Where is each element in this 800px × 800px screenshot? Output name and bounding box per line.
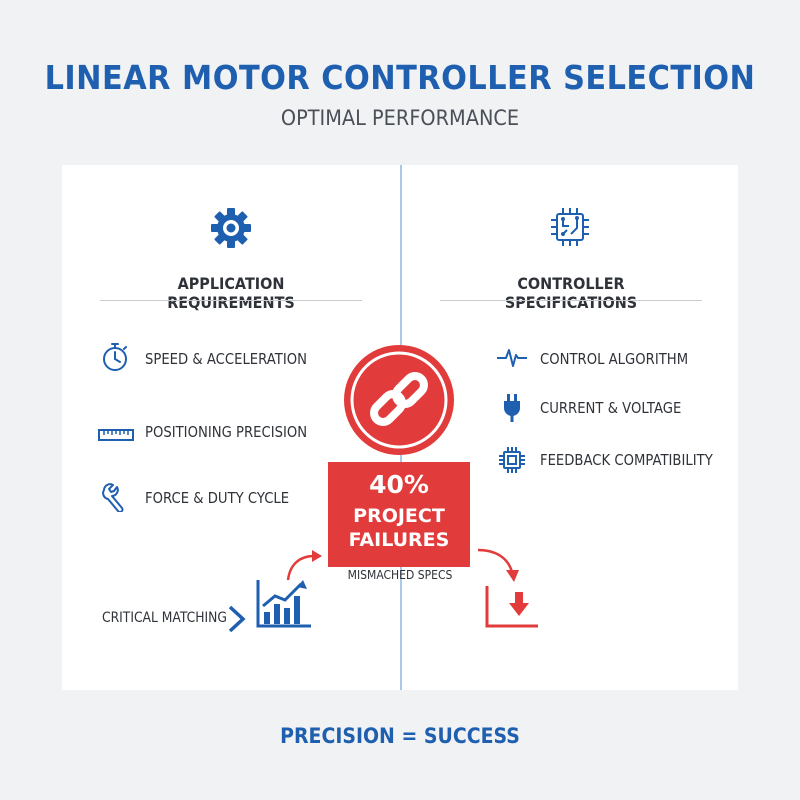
broken-link-icon xyxy=(344,345,454,455)
page-title: LINEAR MOTOR CONTROLLER SELECTION xyxy=(44,58,756,97)
down-arrow-curve-icon xyxy=(477,548,519,582)
chevron-right-icon xyxy=(228,605,246,633)
right-item-control: CONTROL ALGORITHM xyxy=(540,350,689,368)
right-column-heading: CONTROLLER SPECIFICATIONS xyxy=(504,274,638,312)
wrench-icon xyxy=(102,483,124,512)
failure-line-2: FAILURES xyxy=(348,529,450,551)
circuit-chip-icon xyxy=(551,208,589,246)
up-arrow-curve-icon xyxy=(286,550,322,581)
project-failures-box: 40% PROJECT FAILURES xyxy=(328,462,470,567)
left-column-heading: APPLICATION REQUIREMENTS xyxy=(167,274,295,312)
page-subtitle: OPTIMAL PERFORMANCE xyxy=(280,106,520,130)
chip-icon xyxy=(499,447,525,473)
footer-tagline: PRECISION = SUCCESS xyxy=(280,724,520,748)
gear-icon xyxy=(211,208,251,248)
failure-line-1: PROJECT xyxy=(353,505,445,527)
right-item-current: CURRENT & VOLTAGE xyxy=(540,399,682,417)
left-item-force: FORCE & DUTY CYCLE xyxy=(145,489,290,507)
right-item-feedback: FEEDBACK COMPATIBILITY xyxy=(540,451,713,469)
decline-chart-icon xyxy=(485,586,538,628)
mismatched-specs-caption: MISMACHED SPECS xyxy=(347,568,453,582)
left-item-positioning: POSITIONING PRECISION xyxy=(145,423,308,441)
growth-chart-icon xyxy=(256,580,311,628)
stopwatch-icon xyxy=(103,343,127,371)
plug-icon xyxy=(504,394,520,422)
waveform-icon xyxy=(497,349,527,367)
left-item-speed: SPEED & ACCELERATION xyxy=(145,350,308,368)
left-heading-rule xyxy=(100,300,362,301)
failure-percent: 40% xyxy=(369,470,429,499)
ruler-icon xyxy=(98,429,134,441)
right-heading-rule xyxy=(440,300,702,301)
critical-matching-label: CRITICAL MATCHING xyxy=(102,610,227,626)
